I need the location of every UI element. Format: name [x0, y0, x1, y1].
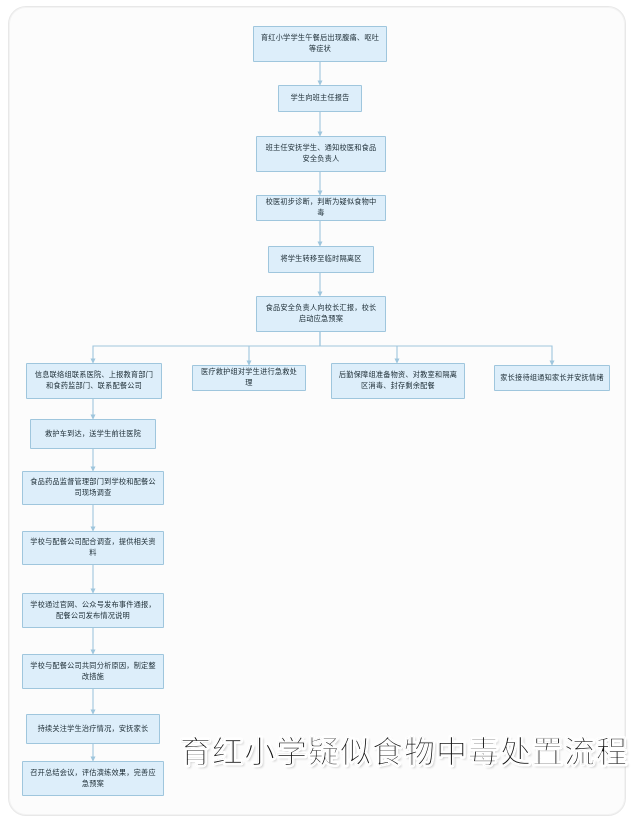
- node-parent-reception-group[interactable]: 家长接待组通知家长并安抚情绪: [494, 365, 610, 391]
- node-principal-activates-plan[interactable]: 食品安全负责人向校长汇报，校长启动应急预案: [256, 296, 386, 332]
- node-label: 召开总结会议，评估演练效果，完善应急预案: [30, 767, 156, 788]
- node-label: 后勤保障组准备物资、对教室和隔离区消毒、封存剩余配餐: [338, 370, 458, 390]
- node-school-doctor-diagnosis[interactable]: 校医初步诊断，判断为疑似食物中毒: [256, 195, 386, 221]
- node-label: 学校与配餐公司配合调查，提供相关资料: [30, 537, 156, 557]
- node-ambulance-transport[interactable]: 救护车到达，送学生前往医院: [30, 419, 156, 449]
- node-fda-investigation[interactable]: 食品药品监督管理部门到学校和配餐公司现场调查: [22, 471, 164, 505]
- node-label: 校医初步诊断，判断为疑似食物中毒: [265, 197, 377, 217]
- node-logistics-support-group[interactable]: 后勤保障组准备物资、对教室和隔离区消毒、封存剩余配餐: [331, 363, 465, 399]
- node-label: 食品安全负责人向校长汇报，校长启动应急预案: [265, 303, 377, 323]
- node-move-to-isolation[interactable]: 将学生转移至临时隔离区: [268, 246, 374, 273]
- node-report-to-teacher[interactable]: 学生向班主任报告: [278, 85, 362, 112]
- node-label: 学校通过官网、公众号发布事件通报，配餐公司发布情况说明: [30, 599, 156, 620]
- node-cooperate-investigation[interactable]: 学校与配餐公司配合调查，提供相关资料: [22, 531, 164, 565]
- node-followup-care[interactable]: 持续关注学生治疗情况，安抚家长: [26, 714, 160, 744]
- node-label: 持续关注学生治疗情况，安抚家长: [37, 723, 149, 733]
- node-root-cause-analysis[interactable]: 学校与配餐公司共同分析原因，制定整改措施: [22, 654, 164, 689]
- node-label: 医疗救护组对学生进行急救处理: [200, 367, 298, 387]
- node-summary-meeting[interactable]: 召开总结会议，评估演练效果，完善应急预案: [22, 761, 164, 796]
- node-label: 食品药品监督管理部门到学校和配餐公司现场调查: [30, 477, 156, 497]
- node-medical-rescue-group[interactable]: 医疗救护组对学生进行急救处理: [192, 365, 306, 391]
- document-title: 育红小学疑似食物中毒处置流程: [180, 734, 628, 771]
- node-teacher-notifies[interactable]: 班主任安抚学生、通知校医和食品安全负责人: [256, 136, 386, 172]
- node-symptoms-reported[interactable]: 育红小学学生午餐后出现腹痛、呕吐等症状: [253, 26, 387, 62]
- node-label: 学生向班主任报告: [290, 93, 350, 103]
- node-label: 信息联络组联系医院、上报教育部门和食药监部门、联系配餐公司: [34, 370, 154, 390]
- node-information-liaison-group[interactable]: 信息联络组联系医院、上报教育部门和食药监部门、联系配餐公司: [26, 363, 162, 399]
- node-label: 家长接待组通知家长并安抚情绪: [500, 372, 604, 382]
- node-label: 班主任安抚学生、通知校医和食品安全负责人: [265, 143, 377, 163]
- node-label: 将学生转移至临时隔离区: [280, 254, 362, 264]
- node-label: 救护车到达，送学生前往医院: [44, 428, 142, 438]
- node-public-announcement[interactable]: 学校通过官网、公众号发布事件通报，配餐公司发布情况说明: [22, 593, 164, 628]
- node-label: 育红小学学生午餐后出现腹痛、呕吐等症状: [260, 33, 380, 53]
- node-label: 学校与配餐公司共同分析原因，制定整改措施: [30, 660, 156, 681]
